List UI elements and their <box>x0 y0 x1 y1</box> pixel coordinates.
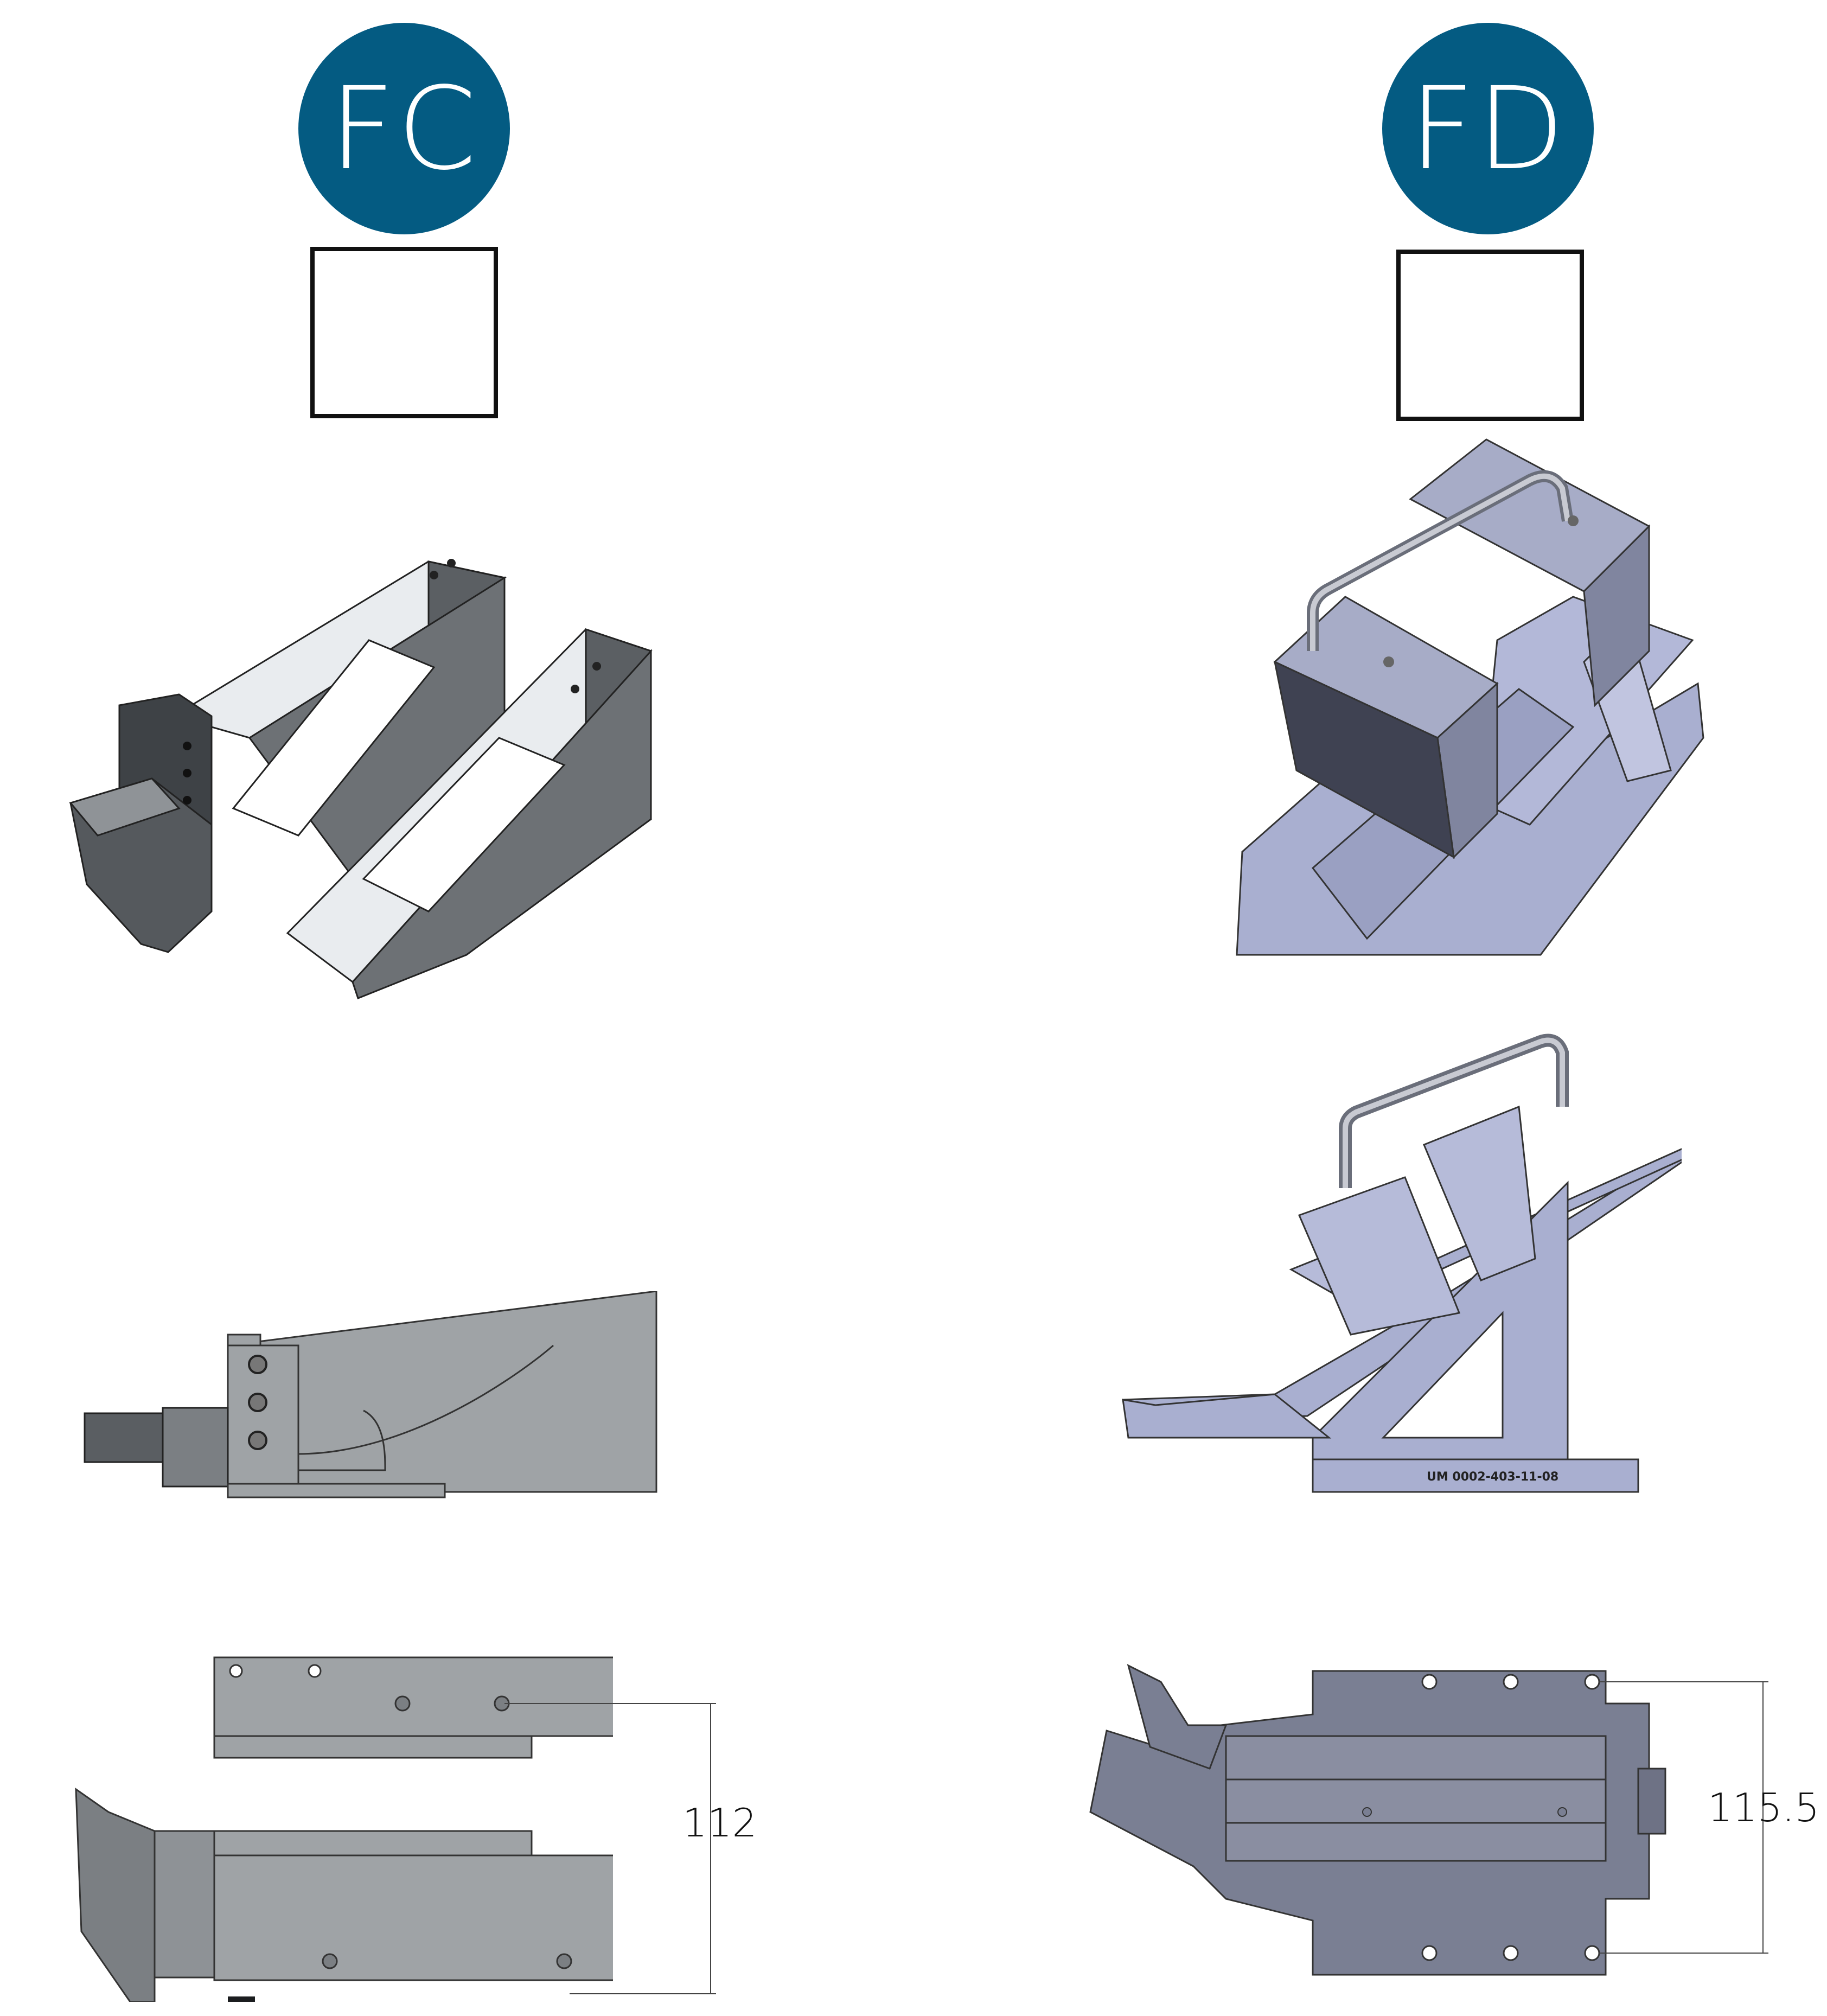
fc-dimension-value: 112 <box>682 1800 757 1846</box>
option-checkbox-fc[interactable] <box>310 247 498 418</box>
fd-top-view <box>1089 1664 1666 1976</box>
fc-isometric-view <box>69 559 653 999</box>
option-checkbox-fd[interactable] <box>1396 250 1584 421</box>
fd-side-view <box>1122 1033 1682 1493</box>
fc-side-view <box>84 1291 657 1498</box>
option-badge-fd: FD <box>1382 23 1594 234</box>
fc-top-view <box>75 1656 613 2002</box>
fd-dimension-value: 115.5 <box>1708 1785 1820 1830</box>
option-badge-fc: FC <box>298 23 510 234</box>
fd-part-label: UM 0002-403-11-08 <box>1427 1470 1559 1484</box>
option-badge-fc-label: FC <box>329 62 479 195</box>
fc-dimension-lines <box>504 1703 716 1994</box>
fd-dimension-lines <box>1600 1681 1768 1954</box>
option-badge-fd-label: FD <box>1409 62 1567 195</box>
fd-isometric-view <box>1236 438 1704 956</box>
